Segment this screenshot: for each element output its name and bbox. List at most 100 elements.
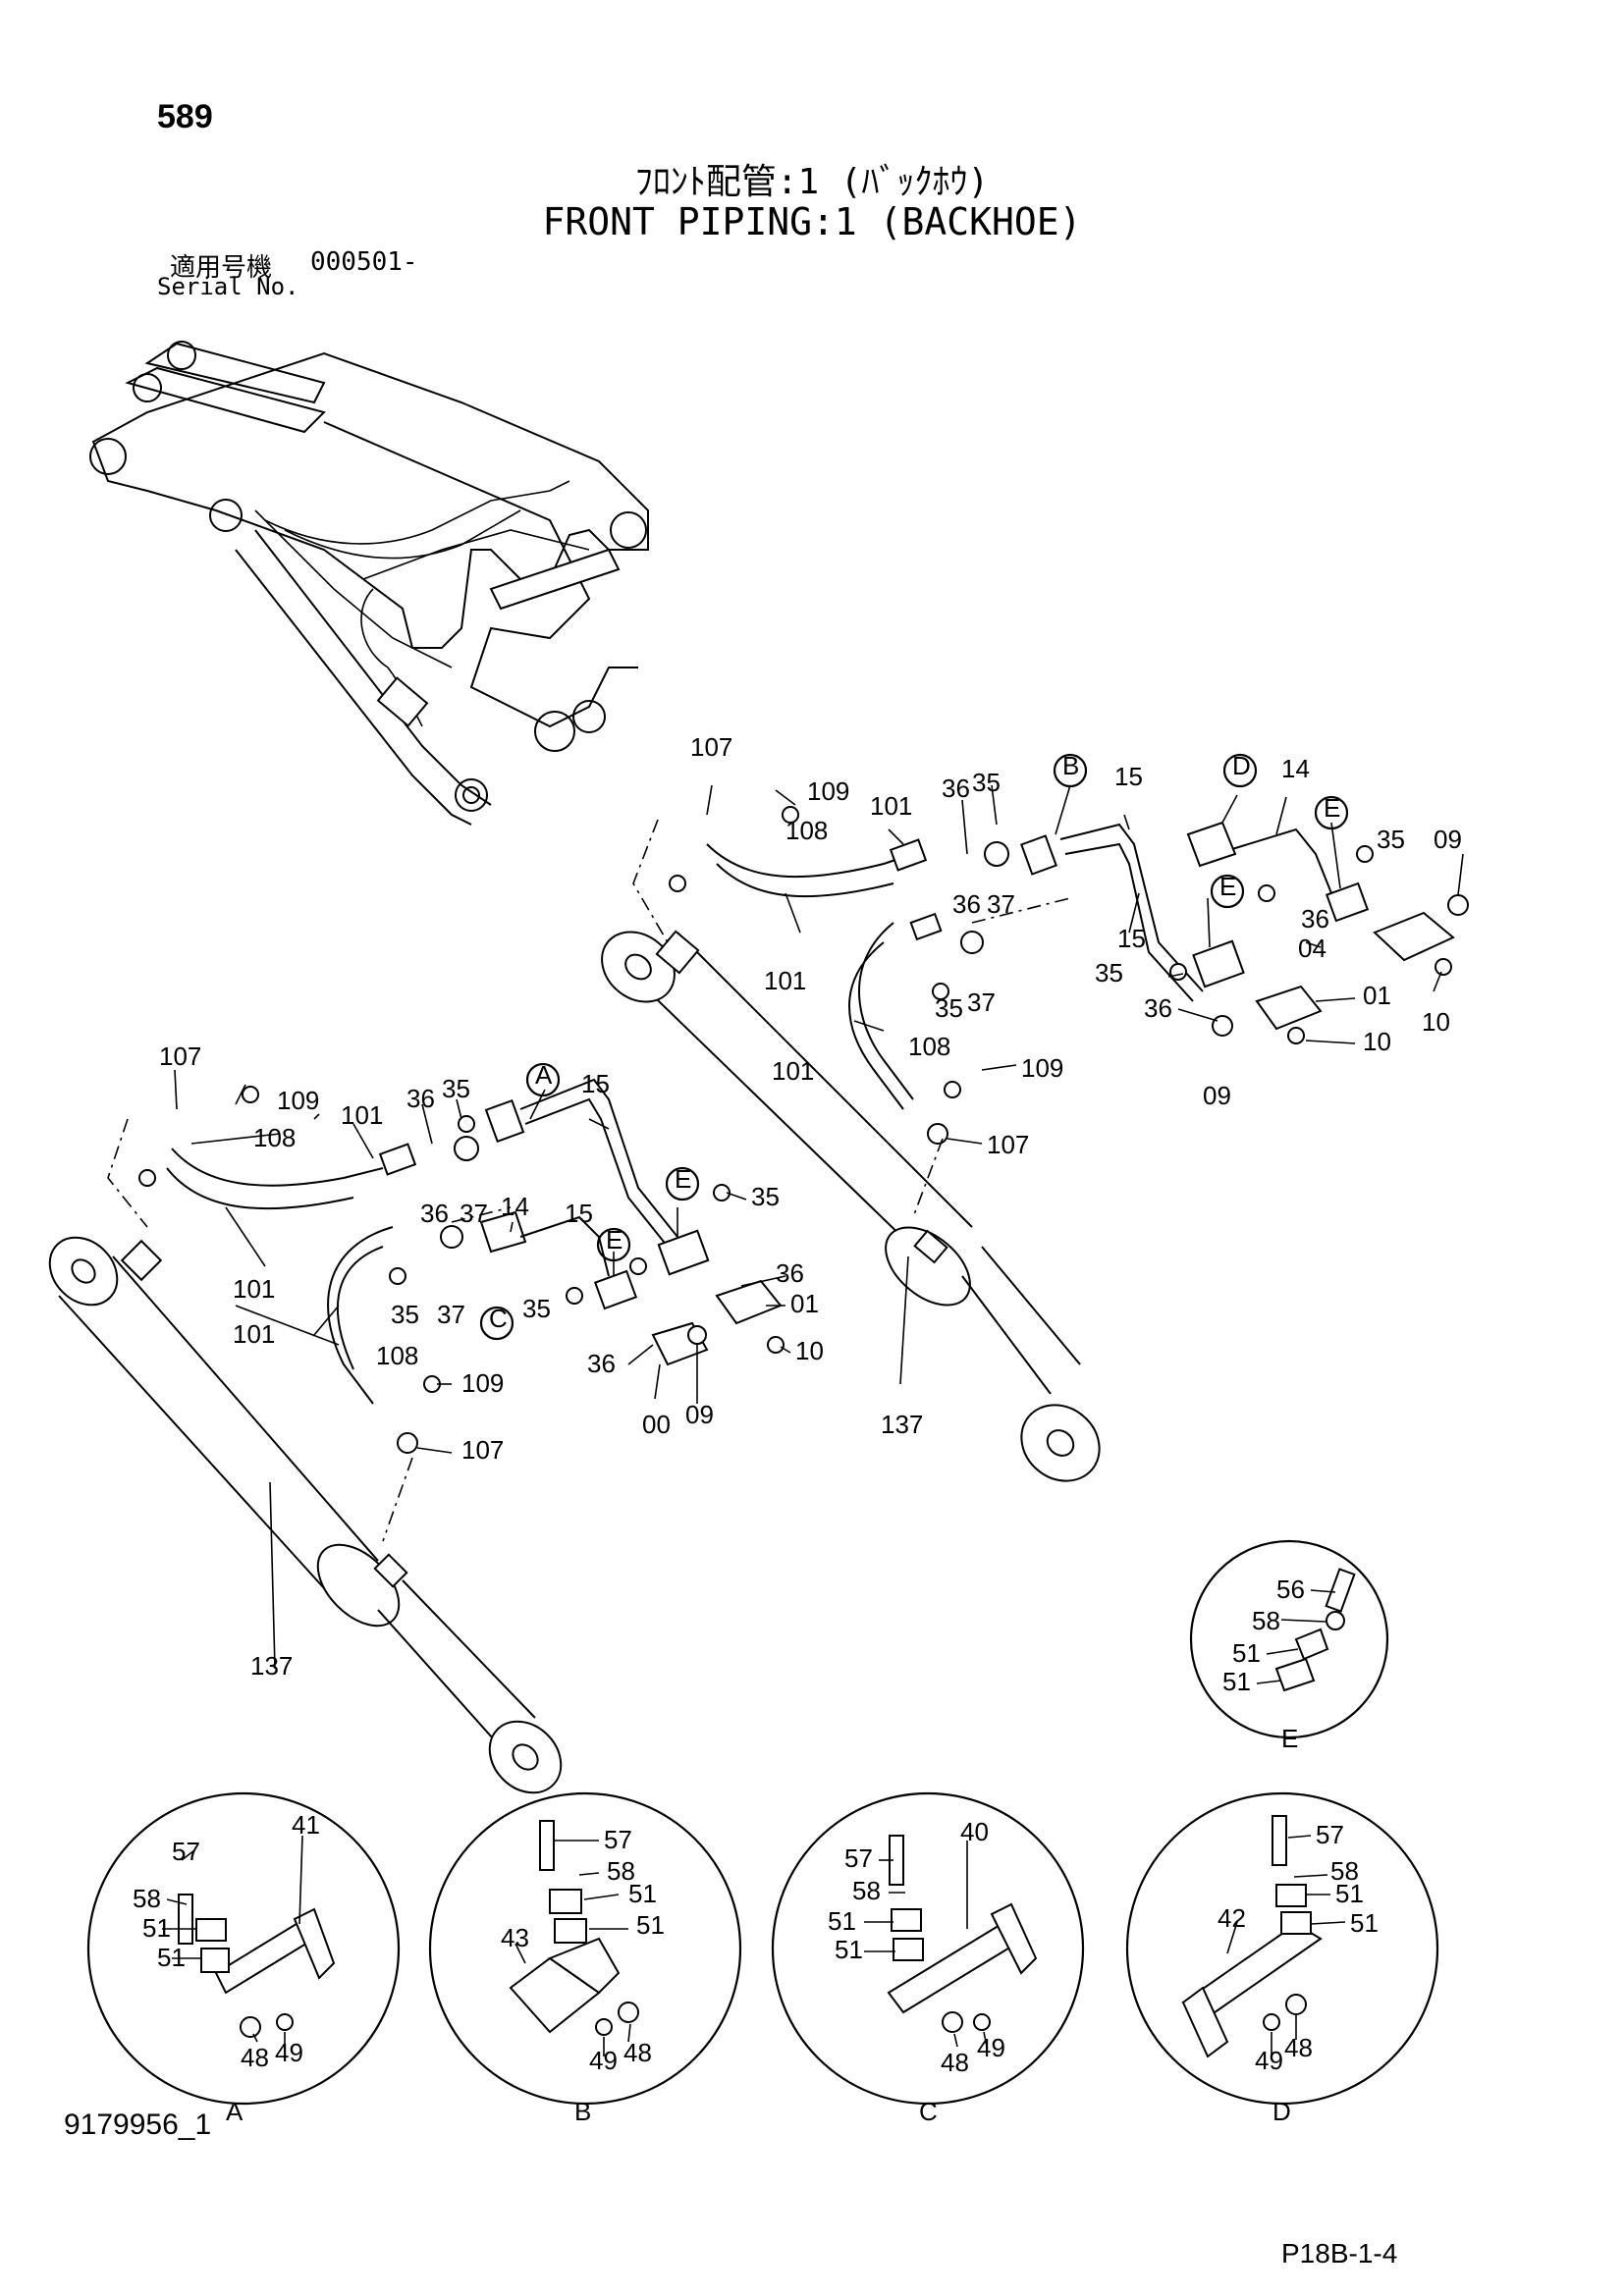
- detail-letter-b: B: [1062, 751, 1079, 780]
- callout-58: 58: [1330, 1856, 1359, 1886]
- callout-49: 49: [275, 2038, 303, 2067]
- callout-10: 10: [795, 1336, 824, 1365]
- callout-01: 01: [1363, 981, 1391, 1010]
- callout-101: 101: [233, 1319, 275, 1349]
- callout-35: 35: [935, 993, 963, 1023]
- callout-56: 56: [1276, 1575, 1305, 1604]
- callout-01: 01: [790, 1289, 819, 1318]
- callout-49: 49: [589, 2046, 618, 2075]
- callout-107: 107: [461, 1435, 504, 1465]
- serial-number-value: 000501-: [310, 247, 418, 277]
- callout-35: 35: [1095, 958, 1123, 988]
- callout-40: 40: [960, 1817, 989, 1846]
- callout-35: 35: [442, 1074, 470, 1103]
- callout-58: 58: [1252, 1606, 1280, 1635]
- callout-36: 36: [952, 889, 981, 919]
- left-cylinder-assembly: [48, 1069, 791, 1794]
- page-number: 589: [157, 98, 213, 135]
- detail-a-circle: [86, 1791, 401, 2106]
- right-cylinder-assembly: [601, 784, 1469, 1482]
- callout-36: 36: [776, 1258, 804, 1288]
- detail-letter-e: E: [1219, 872, 1236, 901]
- callout-36: 36: [406, 1084, 435, 1113]
- callout-36: 36: [1301, 904, 1329, 934]
- callout-58: 58: [133, 1884, 161, 1913]
- callout-137: 137: [881, 1410, 923, 1439]
- callout-57: 57: [1316, 1820, 1344, 1849]
- callout-36: 36: [420, 1199, 449, 1228]
- boom-overview-drawing: [89, 341, 649, 826]
- callout-51: 51: [628, 1879, 657, 1908]
- detail-letter-e: E: [1281, 1724, 1298, 1753]
- detail-letter-c: C: [489, 1304, 508, 1333]
- callout-51: 51: [636, 1910, 665, 1940]
- callout-101: 101: [233, 1274, 275, 1304]
- callout-109: 109: [1021, 1053, 1063, 1083]
- detail-b-circle: [428, 1791, 742, 2106]
- callout-36: 36: [587, 1349, 616, 1378]
- detail-letter-a: A: [535, 1060, 553, 1090]
- callout-10: 10: [1363, 1027, 1391, 1056]
- callout-48: 48: [941, 2048, 969, 2077]
- detail-letter-c: C: [919, 2097, 938, 2126]
- callout-51: 51: [142, 1913, 171, 1943]
- callout-107: 107: [987, 1130, 1029, 1159]
- callout-35: 35: [1377, 825, 1405, 854]
- detail-d-circle: [1125, 1791, 1439, 2106]
- callout-101: 101: [764, 966, 806, 995]
- callout-49: 49: [1255, 2046, 1283, 2075]
- callout-14: 14: [501, 1192, 529, 1221]
- callout-43: 43: [501, 1923, 529, 1952]
- callout-09: 09: [1434, 825, 1462, 854]
- callout-48: 48: [1284, 2033, 1313, 2062]
- callout-15: 15: [581, 1069, 610, 1098]
- callout-101: 101: [772, 1056, 814, 1086]
- callout-35: 35: [522, 1294, 551, 1323]
- page-code: P18B-1-4: [1281, 2238, 1398, 2269]
- callout-15: 15: [1114, 762, 1143, 791]
- callout-42: 42: [1218, 1903, 1246, 1933]
- callout-15: 15: [565, 1199, 593, 1228]
- callout-35: 35: [391, 1300, 419, 1329]
- page-title-japanese: ﾌﾛﾝﾄ配管:1 (ﾊﾞｯｸﾎｳ): [634, 162, 990, 202]
- callout-49: 49: [977, 2033, 1005, 2062]
- callout-09: 09: [1203, 1081, 1231, 1110]
- callout-48: 48: [623, 2038, 652, 2067]
- detail-letter-e: E: [675, 1164, 691, 1194]
- callout-41: 41: [292, 1810, 320, 1840]
- callout-58: 58: [852, 1876, 881, 1905]
- callout-51: 51: [835, 1935, 863, 1964]
- callout-14: 14: [1281, 754, 1310, 783]
- callout-101: 101: [870, 791, 912, 821]
- callout-37: 37: [437, 1300, 465, 1329]
- callout-36: 36: [942, 774, 970, 803]
- callout-51: 51: [1222, 1667, 1251, 1696]
- detail-c-circle: [771, 1791, 1085, 2106]
- callout-labels: 107 109 108 101 36 35 36 37 101 101 35 3…: [133, 732, 1462, 2126]
- callout-48: 48: [241, 2043, 269, 2072]
- callout-57: 57: [604, 1825, 632, 1854]
- callout-101: 101: [341, 1100, 383, 1130]
- callout-108: 108: [908, 1032, 950, 1061]
- callout-51: 51: [157, 1943, 186, 1972]
- callout-57: 57: [844, 1843, 873, 1873]
- callout-108: 108: [253, 1123, 296, 1152]
- callout-37: 37: [987, 889, 1015, 919]
- callout-04: 04: [1298, 934, 1326, 963]
- detail-letter-d: D: [1232, 751, 1251, 780]
- callout-51: 51: [828, 1906, 856, 1936]
- callout-09: 09: [685, 1400, 714, 1429]
- document-id: 9179956_1: [64, 2109, 212, 2141]
- callout-51: 51: [1335, 1879, 1364, 1908]
- callout-109: 109: [277, 1086, 319, 1115]
- serial-label-japanese: 適用号機: [170, 253, 273, 283]
- callout-58: 58: [607, 1856, 635, 1886]
- callout-00: 00: [642, 1410, 671, 1439]
- callout-51: 51: [1350, 1908, 1379, 1938]
- callout-57: 57: [172, 1837, 200, 1866]
- detail-letter-d: D: [1272, 2097, 1291, 2126]
- callout-35: 35: [972, 768, 1001, 797]
- detail-letter-b: B: [574, 2097, 591, 2126]
